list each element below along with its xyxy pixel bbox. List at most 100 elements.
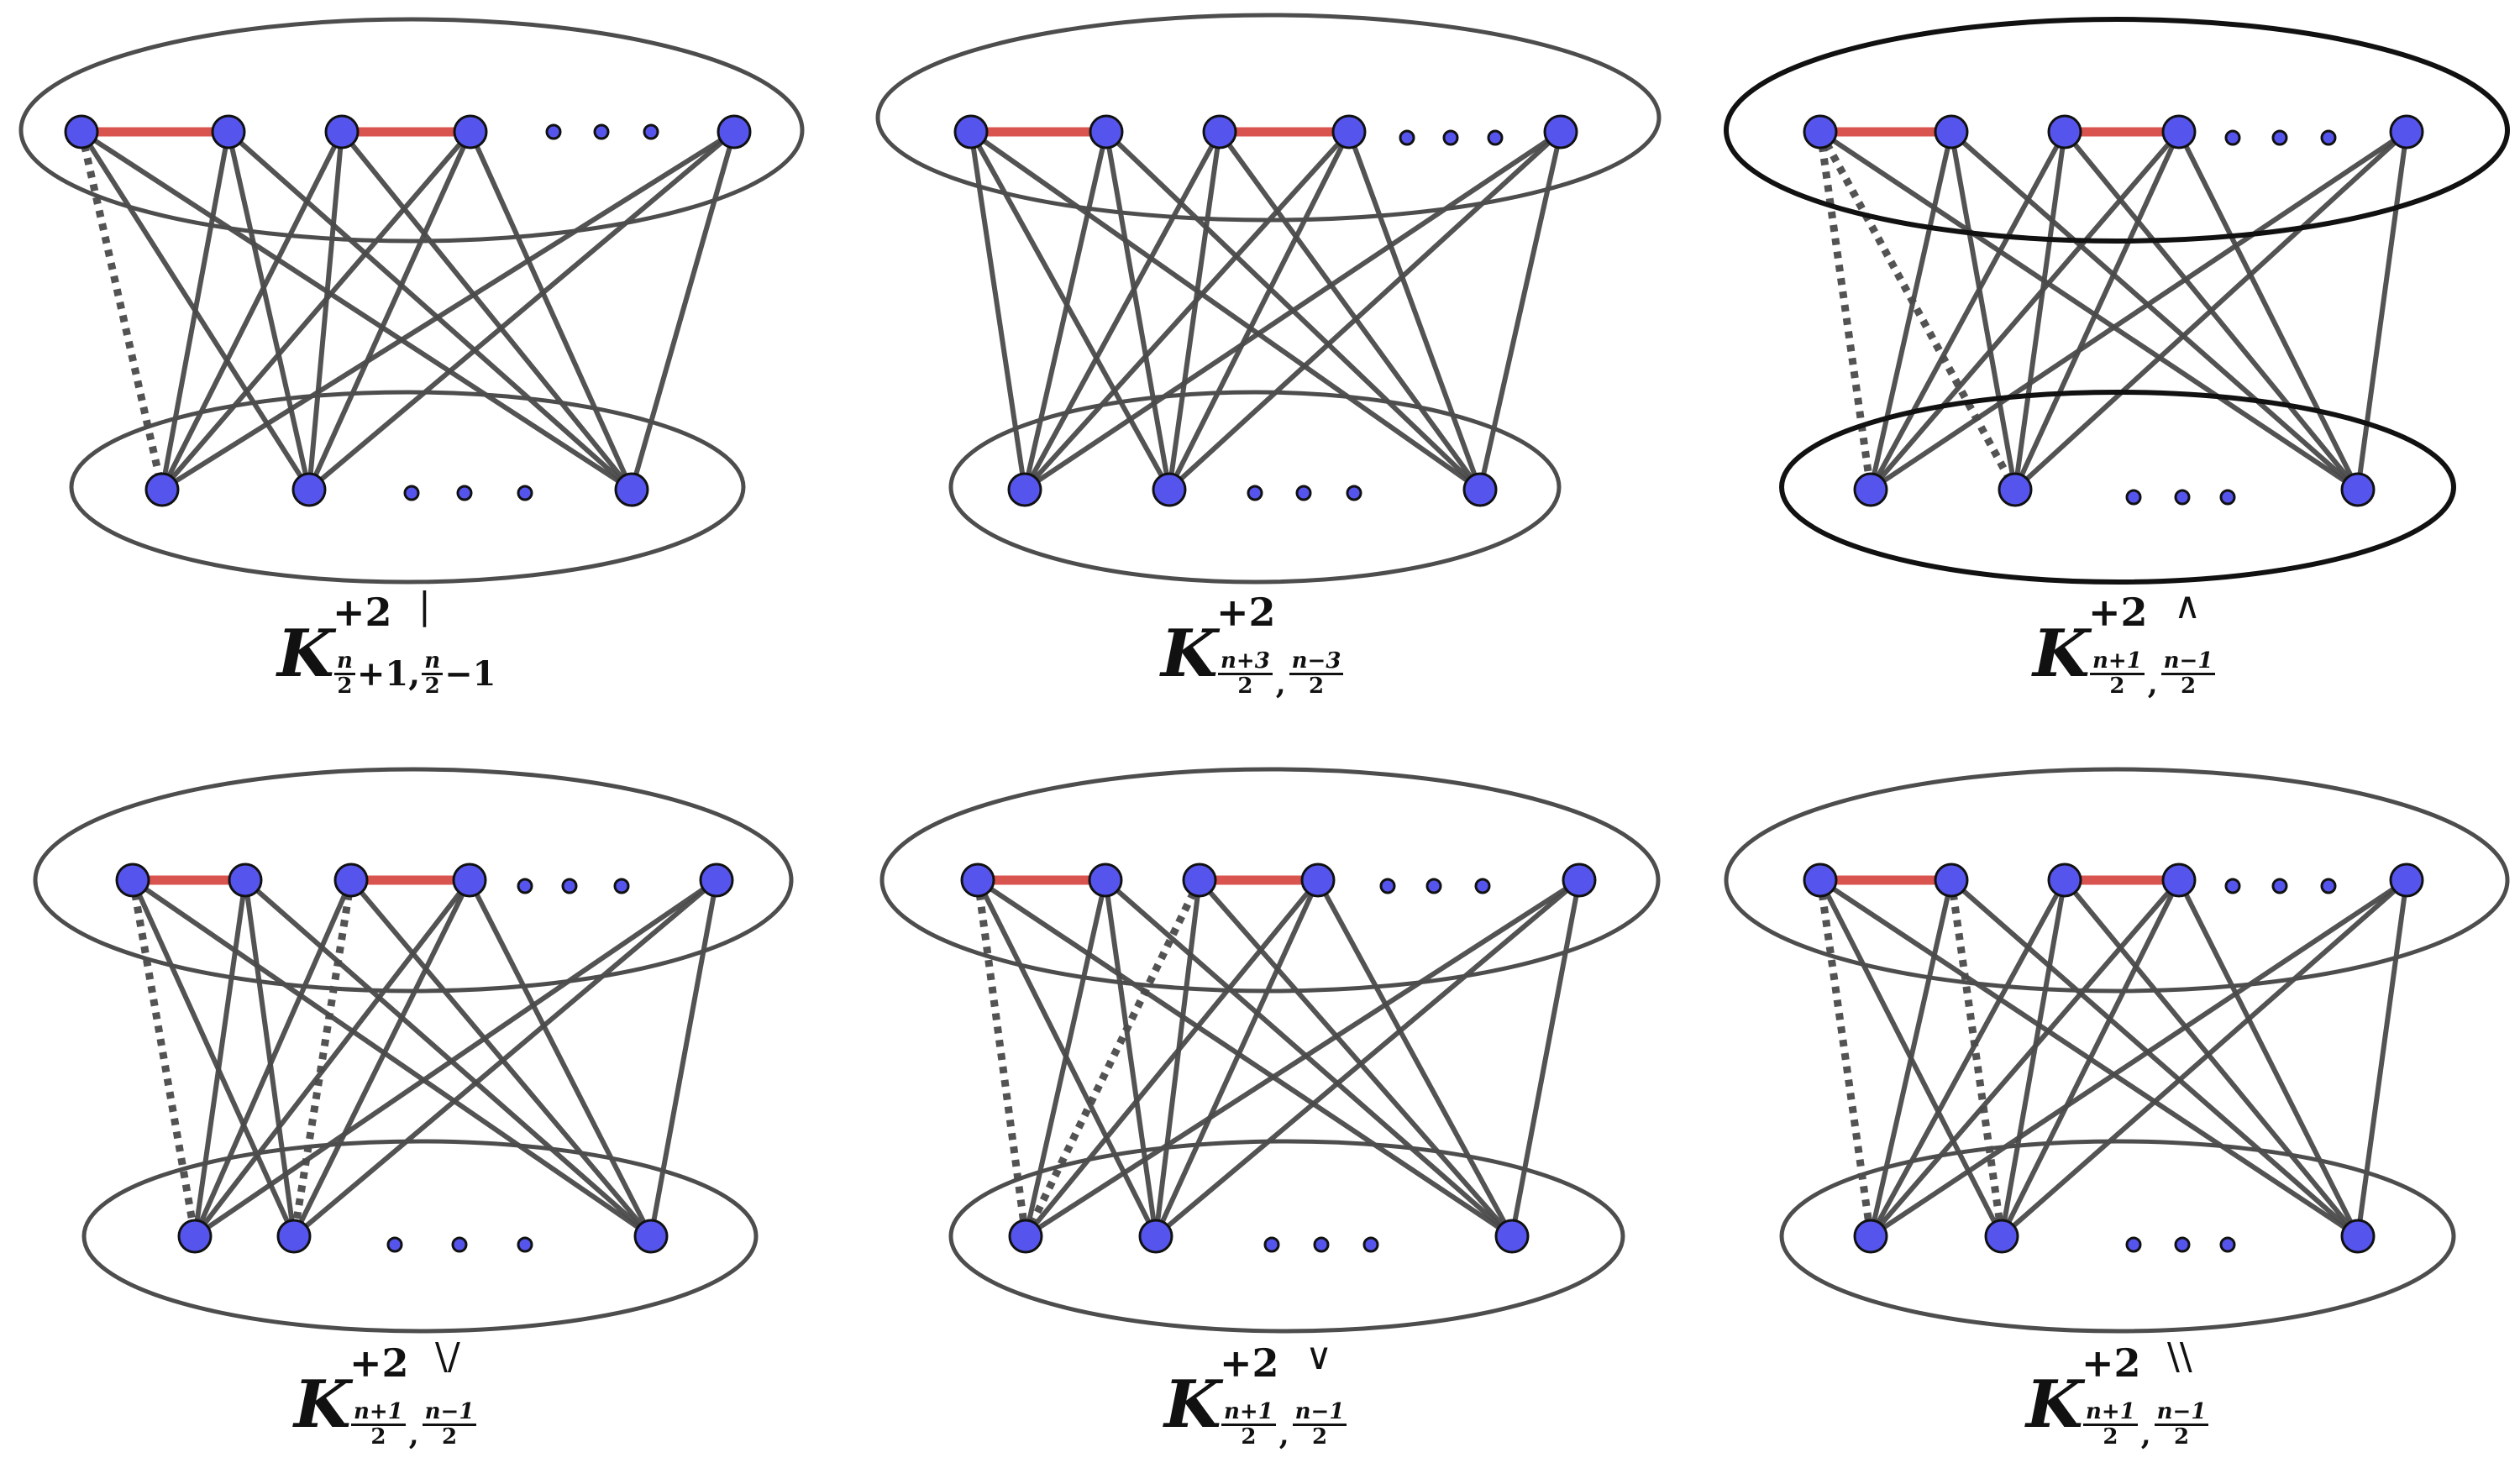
panel-6-ellipsis-dot <box>2271 878 2288 894</box>
caption-variant-symbol: \/ <box>435 1335 460 1378</box>
panel-1-edge <box>629 129 737 492</box>
panel-6-top-part-ellipse <box>1724 767 2510 994</box>
panel-5-edge <box>1103 878 1158 1239</box>
panel-6-vertex <box>2389 863 2424 898</box>
panel-4-edge <box>130 878 297 1239</box>
panel-5-top-part-ellipse <box>879 767 1661 994</box>
panel-6-ellipsis-dot <box>2320 878 2337 894</box>
caption-graph-symbol: K <box>294 1366 351 1443</box>
panel-2-vertex <box>1543 114 1578 149</box>
panel-6-ellipsis-dot <box>2125 1236 2142 1253</box>
panel-5-bottom-part-ellipse <box>948 1139 1625 1334</box>
panel-4-dashed-edge <box>290 879 355 1237</box>
panel-4-edge <box>648 878 719 1239</box>
panel-4-edge <box>192 878 354 1239</box>
panel-1-edge <box>307 129 344 492</box>
panel-6-vertex <box>1803 863 1838 898</box>
panel-6-edge <box>1868 878 2409 1239</box>
panel-4-vertex <box>452 863 487 898</box>
panel-1-edge <box>226 129 312 492</box>
panel-6-ellipsis-dot <box>2174 1236 2191 1253</box>
panel-4-dashed-edge <box>129 879 199 1237</box>
panel-3-ellipsis-dot <box>2125 489 2142 506</box>
panel-3-vertex <box>1998 472 2033 507</box>
panel-3-vertex <box>1803 114 1838 149</box>
panel-2-edge <box>1104 129 1172 492</box>
panel-1-vertex <box>291 472 327 507</box>
panel-3-ellipsis-dot <box>2224 129 2241 146</box>
panel-3-edge <box>1949 129 2018 492</box>
caption-variant-symbol: \\ <box>2167 1335 2192 1378</box>
panel-6-vertex <box>2340 1219 2376 1254</box>
panel-1-edge <box>307 129 737 492</box>
panel-3-vertex <box>1853 472 1888 507</box>
panel-2-edge <box>1022 129 1563 492</box>
panel-3-edge <box>2355 129 2409 492</box>
panel-4-edge <box>130 878 654 1239</box>
panel-3-edge <box>1868 129 2181 492</box>
panel-2-ellipsis-dot <box>1442 129 1459 146</box>
panel-6-dashed-edge <box>1947 879 2006 1237</box>
panel-2-vertex <box>1007 472 1042 507</box>
panel-5-edge <box>1315 878 1515 1239</box>
panel-2-ellipsis-dot <box>1247 485 1263 501</box>
panel-3-edge <box>1949 129 2360 492</box>
panel-6-ellipsis-dot <box>2224 878 2241 894</box>
caption-graph-symbol: K <box>2026 1366 2083 1443</box>
fraction-numerator: n+1 <box>2090 649 2145 676</box>
panel-3-edge <box>2013 129 2181 492</box>
panel-5-ellipsis-dot <box>1313 1236 1330 1253</box>
panel-5-edge <box>1153 878 1202 1239</box>
panel-1-edge <box>468 129 634 492</box>
fraction-denominator: 2 <box>337 674 353 700</box>
panel-4-vertex <box>699 863 734 898</box>
panel-5-edge <box>1153 878 1320 1239</box>
panel-5-edge <box>1509 878 1582 1239</box>
panel-1-ellipsis-dot <box>593 123 610 140</box>
fraction-numerator: n−1 <box>2154 1400 2209 1427</box>
panel-5-ellipsis-dot <box>1474 878 1491 894</box>
panel-3-edge <box>2013 129 2067 492</box>
panel-2-edge <box>969 129 1483 492</box>
panel-4-ellipsis-dot <box>386 1236 403 1253</box>
panel-2-edge <box>1022 129 1109 492</box>
panel-2-vertex <box>953 114 989 149</box>
panel-6-edge <box>1999 878 2409 1239</box>
fraction-denominator: 2 <box>1241 1424 1257 1450</box>
panel-5-edge <box>1023 878 1320 1239</box>
fraction-denominator: 2 <box>370 1424 386 1450</box>
fraction-numerator: n−3 <box>1289 649 1344 676</box>
panel-6-vertex <box>1934 863 1969 898</box>
panel-3-top-part-ellipse <box>1724 17 2510 244</box>
panel-3-edge <box>1868 129 2067 492</box>
panel-2-bottom-part-ellipse <box>948 390 1562 585</box>
fraction-numerator: n+3 <box>1218 649 1273 676</box>
panel-3-edge <box>2013 129 2409 492</box>
panel-3-vertex <box>2161 114 2197 149</box>
panel-4-vertex <box>115 863 150 898</box>
panel-2-vertex <box>1152 472 1187 507</box>
subscript-text: +1, <box>356 653 421 694</box>
panel-2-top-part-ellipse <box>875 13 1662 223</box>
panel-5-vertex <box>1300 863 1336 898</box>
panel-1-ellipsis-dot <box>403 485 420 501</box>
panel-6-edge <box>1999 878 2181 1239</box>
fraction-denominator: 2 <box>1311 1424 1328 1450</box>
panel-1-ellipsis-dot <box>643 123 659 140</box>
panel-1-edge <box>79 129 634 492</box>
panel-1-ellipsis-dot <box>545 123 562 140</box>
panel-4-top-part-ellipse <box>33 767 794 994</box>
panel-4-edge <box>291 878 472 1239</box>
panel-1-vertex <box>324 114 360 149</box>
